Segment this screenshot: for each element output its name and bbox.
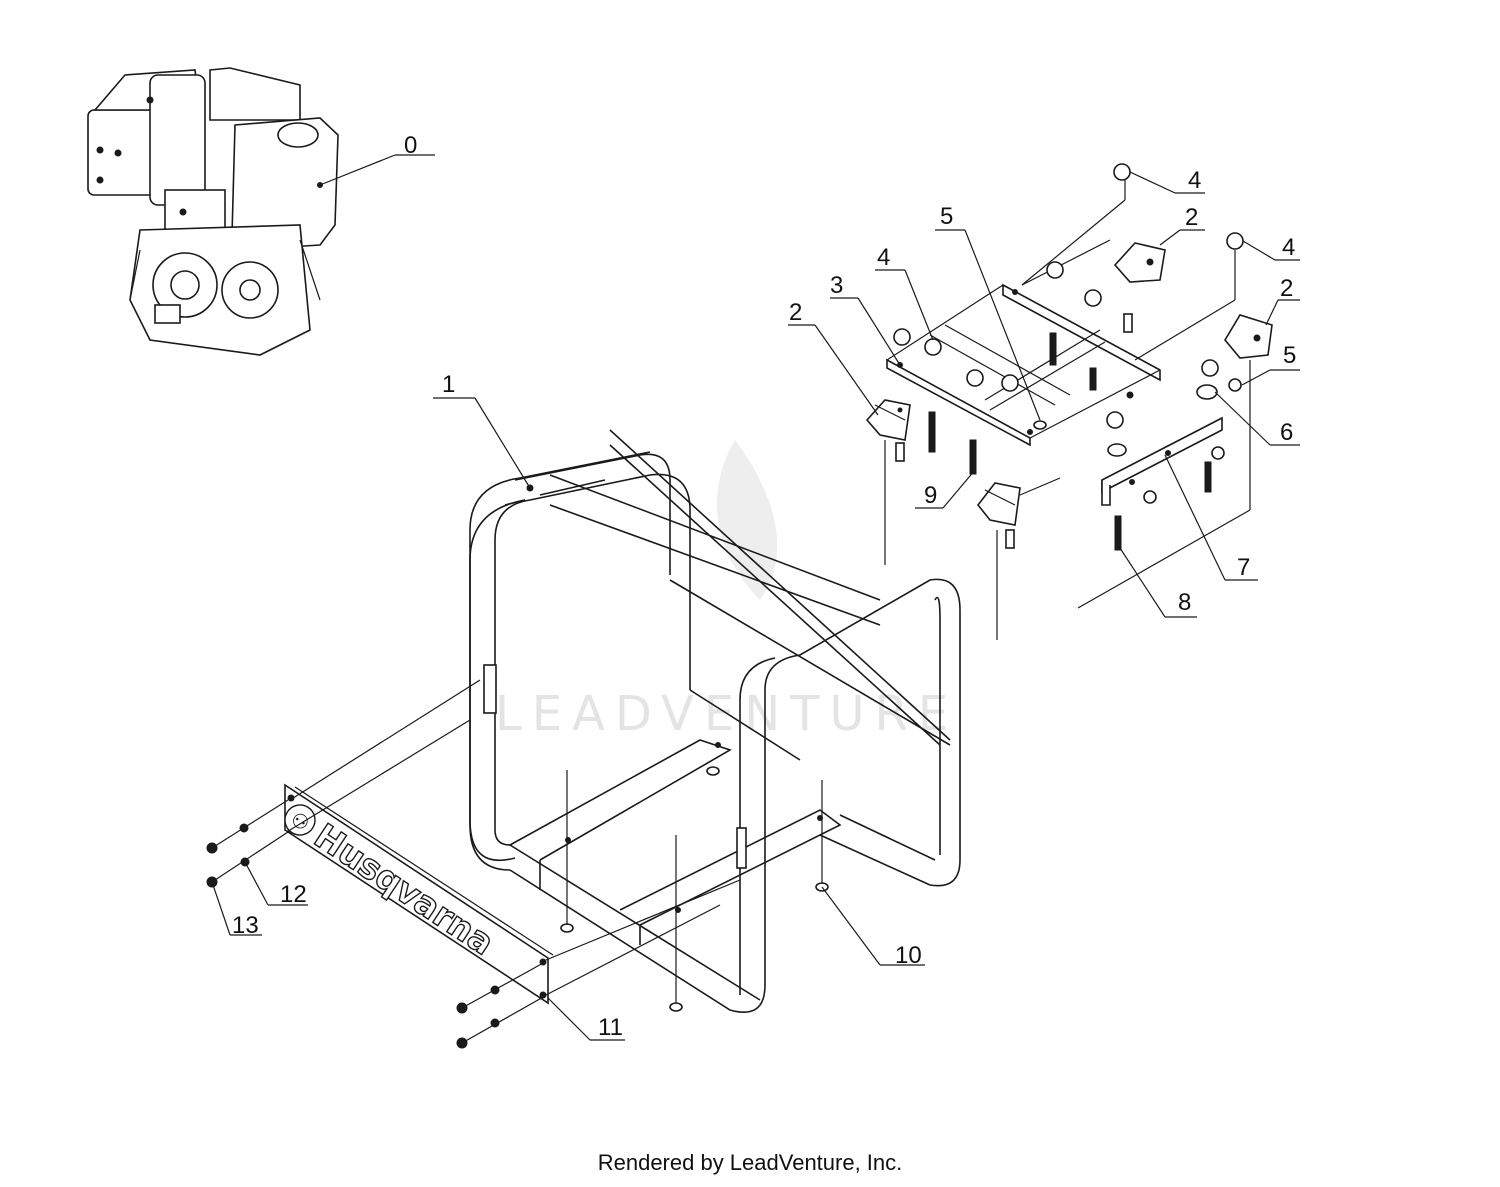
callout-4-top: 4 [1188,167,1201,194]
husqvarna-front-panel: ⚇ Husqvarna [284,783,554,1005]
frame-tube [469,429,961,1013]
callout-9: 9 [924,482,937,509]
callout-5-right: 5 [1283,342,1296,369]
callout-6: 6 [1280,419,1293,446]
callout-10: 10 [895,942,922,969]
rubber-mount-far-right [1224,314,1273,359]
callout-2-top: 2 [1185,204,1198,231]
rubber-mount-top-right [1113,242,1166,333]
rubber-mount-middle [976,482,1021,549]
husqvarna-logo: ⚇ Husqvarna [284,804,502,964]
fasteners-front-right [456,961,546,1049]
mount-bracket [1101,416,1223,506]
fasteners-front-left [206,799,289,888]
callout-13: 13 [232,912,259,939]
callout-8: 8 [1178,589,1191,616]
callout-4-left: 4 [877,244,890,271]
callout-12: 12 [280,881,307,908]
callout-7: 7 [1237,554,1250,581]
rubber-mount-left [865,399,911,462]
watermark-text: LEADVENTURE [495,686,958,742]
callout-labels: 0 1 2 2 2 3 4 4 4 5 5 6 7 8 9 10 11 12 1… [232,132,1296,1041]
callout-11: 11 [598,1014,623,1041]
watermark: LEADVENTURE [495,440,958,742]
callout-2-right: 2 [1280,275,1293,302]
callout-2-left: 2 [789,299,802,326]
callout-4-right: 4 [1282,234,1295,261]
bolts [928,332,1212,551]
callout-1: 1 [442,371,455,398]
engine-illustration [87,67,339,356]
callout-3: 3 [830,272,843,299]
callout-0: 0 [404,132,417,159]
footer-credit: Rendered by LeadVenture, Inc. [597,1150,903,1175]
washers [1033,378,1242,504]
callout-5-top: 5 [940,203,953,230]
